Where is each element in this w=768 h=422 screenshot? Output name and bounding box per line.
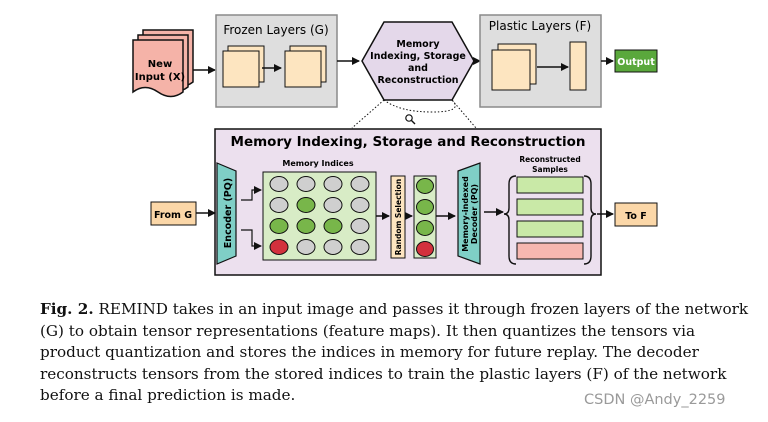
index-circle-gray [323, 176, 343, 192]
from-g-label: From G [154, 210, 192, 221]
to-f-node: To F [614, 202, 658, 227]
reconstructed-sample-green [516, 198, 584, 216]
csdn-watermark: CSDN @Andy_2259 [584, 392, 726, 408]
arrow-encoder-to-grid-2 [241, 229, 262, 250]
index-circle-gray [350, 176, 370, 192]
selected-circle-red [416, 241, 434, 257]
samples-right-brace [583, 175, 597, 265]
index-circle-gray [350, 239, 370, 255]
encoder-label: Encoder (PQ) [223, 178, 234, 248]
index-circle-green [296, 218, 316, 234]
index-circle-gray [323, 197, 343, 213]
index-circle-gray [296, 176, 316, 192]
memory-hex-line-4: Reconstruction [377, 75, 458, 86]
memory-hex-line-2: Indexing, Storage [370, 51, 466, 62]
index-circle-green [323, 218, 343, 234]
decoder-label-1: Memory-indexed [461, 176, 470, 252]
figure-caption: Fig. 2. REMIND takes in an input image a… [40, 299, 752, 407]
random-selection-box: Random Selection [390, 175, 406, 259]
caption-label: Fig. 2. [40, 300, 94, 318]
zoom-connector-right [451, 99, 477, 129]
zoom-connector-top [383, 99, 456, 113]
selected-circle-green [416, 199, 434, 215]
index-circle-gray [269, 176, 289, 192]
reconstructed-label-2: Samples [532, 165, 568, 174]
decoder-label-2: Decoder (PQ) [470, 184, 479, 244]
zoom-connector-left [351, 99, 385, 129]
from-g-node: From G [150, 201, 197, 226]
random-selection-label: Random Selection [394, 179, 403, 255]
samples-left-brace [503, 175, 517, 265]
new-input-label-1: New [148, 59, 172, 70]
frozen-layers-box: Frozen Layers (G) [215, 14, 338, 108]
index-circle-gray [350, 197, 370, 213]
new-input-label-2: Input (X) [135, 72, 185, 83]
memory-indices-label: Memory Indices [282, 159, 353, 168]
memory-panel-title: Memory Indexing, Storage and Reconstruct… [231, 134, 586, 150]
reconstructed-samples [516, 176, 584, 260]
memory-indices-cells [269, 176, 370, 255]
reconstructed-sample-red [516, 242, 584, 260]
frozen-feature-map-1 [222, 45, 265, 88]
index-circle-red [269, 239, 289, 255]
plastic-fc-layer [569, 41, 587, 91]
selected-circle-green [416, 178, 434, 194]
reconstructed-label-1: Reconstructed [519, 155, 580, 164]
reconstructed-sample-green [516, 176, 584, 194]
remind-diagram: New Input (X) Frozen Layers (G) Memory I… [132, 14, 658, 276]
plastic-layers-box: Plastic Layers (F) [479, 14, 602, 108]
frozen-layers-title: Frozen Layers (G) [223, 23, 328, 37]
selected-indices-column [413, 175, 437, 259]
selected-circle-green [416, 220, 434, 236]
frozen-feature-map-2 [284, 45, 327, 88]
output-node: Output [614, 49, 658, 73]
plastic-feature-map [491, 43, 537, 91]
selected-index-cells [416, 178, 434, 257]
index-circle-gray [269, 197, 289, 213]
index-circle-green [296, 197, 316, 213]
new-input-node: New Input (X) [132, 29, 194, 98]
magnifier-icon [405, 114, 416, 125]
reconstructed-sample-green [516, 220, 584, 238]
index-circle-gray [296, 239, 316, 255]
decoder-pq: Memory-indexed Decoder (PQ) [457, 162, 481, 265]
memory-hex-line-3: and [408, 63, 428, 74]
memory-hexagon: Memory Indexing, Storage and Reconstruct… [361, 21, 475, 101]
index-circle-gray [350, 218, 370, 234]
caption-text: REMIND takes in an input image and passe… [40, 300, 749, 404]
to-f-label: To F [625, 211, 647, 222]
memory-hex-line-1: Memory [396, 39, 440, 50]
output-label: Output [617, 57, 655, 68]
plastic-layers-title: Plastic Layers (F) [489, 19, 591, 33]
arrow-encoder-to-grid-1 [241, 186, 262, 201]
encoder-pq: Encoder (PQ) [216, 162, 237, 265]
index-circle-green [269, 218, 289, 234]
index-circle-gray [323, 239, 343, 255]
